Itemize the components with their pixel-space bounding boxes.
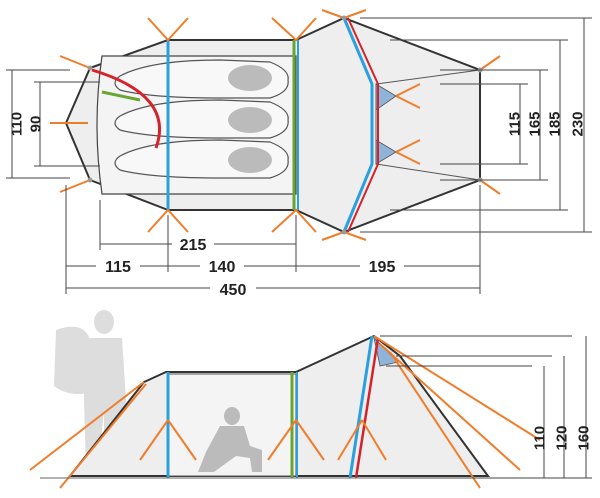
dim-width-115: 115: [105, 259, 131, 276]
side-pole-red: [354, 337, 380, 479]
dim-height-230: 230: [570, 111, 587, 136]
top-pole-red-1: [347, 17, 379, 233]
pillows: [228, 65, 272, 173]
dim-side-height-160: 160: [576, 425, 593, 450]
top-pole-blue-3: [342, 17, 374, 233]
head-shape-2: [228, 107, 272, 133]
side-guylines: [29, 335, 541, 489]
side-dim-lines: [380, 335, 592, 479]
left-dim-lines: [6, 69, 100, 179]
seated-person-silhouette: [198, 407, 262, 472]
dim-side-height-110: 110: [532, 426, 549, 450]
dim-height-185: 185: [547, 111, 564, 136]
dim-height-90: 90: [28, 116, 45, 133]
side-view: 110 120 160: [29, 310, 593, 489]
top-guylines: [50, 9, 501, 241]
dim-width-215: 215: [180, 237, 207, 254]
dim-height-115: 115: [507, 112, 524, 136]
top-pole-red-2: [91, 68, 161, 149]
dim-width-140: 140: [209, 259, 236, 276]
head-shape-3: [228, 147, 272, 173]
top-pole-green-2: [101, 90, 141, 102]
dim-height-110: 110: [9, 112, 26, 136]
side-pole-blue-3: [348, 335, 374, 479]
dim-width-450: 450: [220, 282, 247, 299]
top-vestibule-lines: [375, 69, 481, 181]
top-view: 110 90 115 165 185 230: [6, 9, 592, 299]
dim-width-195: 195: [369, 259, 396, 276]
head-shape-1: [228, 65, 272, 91]
dim-height-165: 165: [527, 111, 544, 136]
width-dim-lines: [65, 185, 481, 294]
right-dim-lines: [360, 17, 592, 233]
dim-side-height-120: 120: [554, 425, 571, 450]
